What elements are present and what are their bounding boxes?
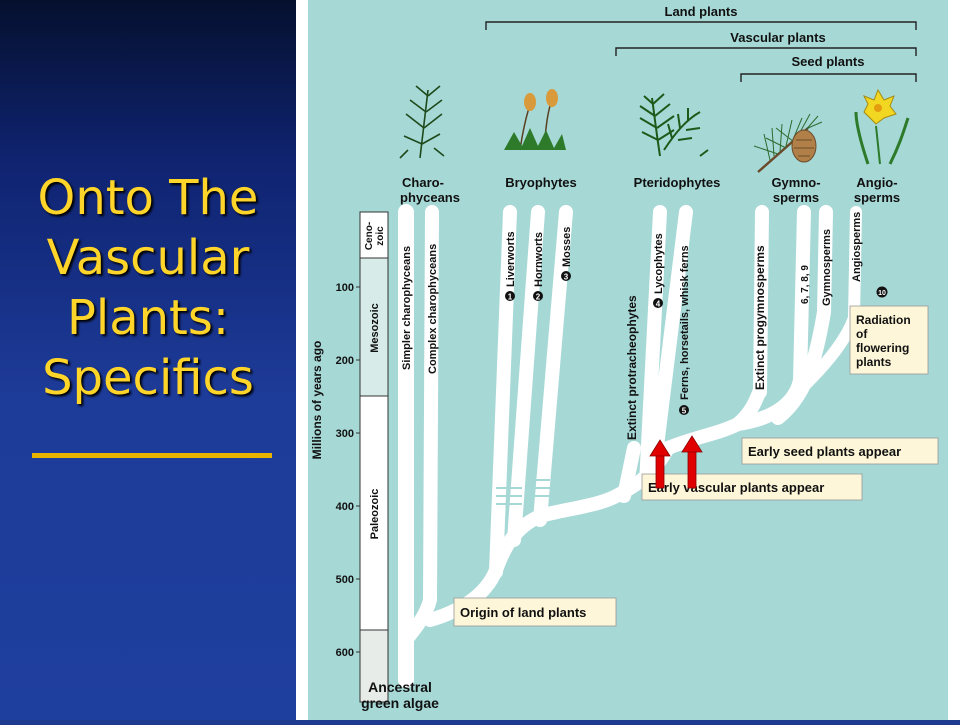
group-angiosperms-line2: sperms [854,190,900,205]
lineage-labels: Simpler charophyceans Complex charophyce… [401,212,888,440]
era-mesozoic: Mesozoic [369,303,381,353]
callout-radiation-line4: plants [856,355,892,369]
group-pteridophytes: Pteridophytes [634,175,721,190]
phylogeny-diagram: Land plants Vascular plants Seed plants [308,0,948,720]
axis-title: Millions of years ago [310,341,324,460]
bracket-seed-plants-label: Seed plants [792,54,865,69]
lineage-number-badge [679,405,689,415]
right-border-strip [948,0,960,720]
lineage-liverworts: Liverworts [505,231,517,287]
bracket-land-plants [485,21,917,30]
bracket-vascular-plants [615,47,917,56]
era-cenozoic-line2: zoic [375,226,386,246]
axis-ticks [356,286,360,653]
callout-early-seed-text: Early seed plants appear [748,444,901,459]
callout-radiation-line1: Radiation [856,313,911,327]
callout-radiation-flowering: Radiation of flowering plants [849,305,929,375]
lineage-numbers-6-9: 6, 7, 8, 9 [800,265,811,304]
axis-tick-label: 100 [336,282,354,294]
axis-tick-label: 200 [336,355,354,367]
lineage-extinct-protracheophytes: Extinct protracheophytes [625,295,639,440]
group-charophyceans-line2: phyceans [400,190,460,205]
callout-early-vascular-plants: Early vascular plants appear [641,473,863,501]
lineage-angiosperms: Angiosperms [851,212,863,282]
lineage-number: 2 [536,293,541,302]
lineage-number: 4 [656,300,661,309]
charophyte-illustration [399,85,445,159]
group-angiosperms-line1: Angio- [856,175,897,190]
lineage-hornworts: Hornworts [533,232,545,287]
callout-origin-land-text: Origin of land plants [460,605,586,620]
red-arrow-left [649,439,671,489]
callout-early-seed-plants: Early seed plants appear [741,437,939,465]
axis-tick-label: 400 [336,501,354,513]
phylogeny-branches [398,204,862,688]
lineage-number: 1 [508,293,513,302]
lineage-mosses: Mosses [561,227,573,267]
lineage-number: 5 [682,407,687,416]
lineage-number-badge [561,271,571,281]
axis-tick-label: 600 [336,647,354,659]
divider-strip [296,0,308,720]
bracket-vascular-plants-label: Vascular plants [730,30,825,45]
ancestor-label-line1: Ancestral [368,679,432,695]
era-cenozoic-line1: Ceno- [364,222,375,250]
lineage-complex-charophyceans: Complex charophyceans [427,244,439,374]
bryophyte-fossil-gaps [496,471,578,505]
lineage-number: 3 [564,273,569,282]
lineage-number-badge [533,291,543,301]
slide-title: Onto The Vascular Plants: Specifics [37,170,259,406]
title-underline [32,453,272,458]
bryophyte-illustration [504,89,566,151]
ancestor-label-line2: green algae [361,695,439,711]
callout-radiation-line2: of [856,327,868,341]
lineage-gymnosperms: Gymnosperms [821,229,833,306]
lineage-number-badge [505,291,515,301]
callout-early-vascular-text: Early vascular plants appear [648,480,824,495]
bracket-land-plants-label: Land plants [665,4,738,19]
bracket-seed-plants [740,73,917,82]
fern-illustration [639,93,709,157]
group-gymnosperms-line2: sperms [773,190,819,205]
angiosperm-illustration [854,88,910,165]
lineage-extinct-progymnosperms: Extinct progymnosperms [753,245,767,390]
group-bryophytes: Bryophytes [505,175,577,190]
era-paleozoic: Paleozoic [369,489,381,540]
gymnosperm-illustration [753,113,823,173]
red-arrow-right [681,435,703,489]
callout-origin-land-plants: Origin of land plants [453,597,617,627]
axis-tick-label: 500 [336,574,354,586]
lineage-lycophytes: Lycophytes [653,233,665,294]
lineage-number-badge [653,298,663,308]
title-panel: Onto The Vascular Plants: Specifics [0,0,296,720]
lineage-number: 10 [878,290,886,297]
lineage-simpler-charophyceans: Simpler charophyceans [401,246,413,370]
axis-tick-label: 300 [336,428,354,440]
geologic-era-column [359,211,389,703]
lineage-ferns-horsetails: Ferns, horsetails, whisk ferns [679,245,691,400]
callout-radiation-line3: flowering [856,341,909,355]
lineage-number-badge [876,286,888,298]
group-labels: Charo- phyceans Bryophytes Pteridophytes… [400,175,900,205]
group-gymnosperms-line1: Gymno- [771,175,820,190]
group-charophyceans-line1: Charo- [402,175,444,190]
